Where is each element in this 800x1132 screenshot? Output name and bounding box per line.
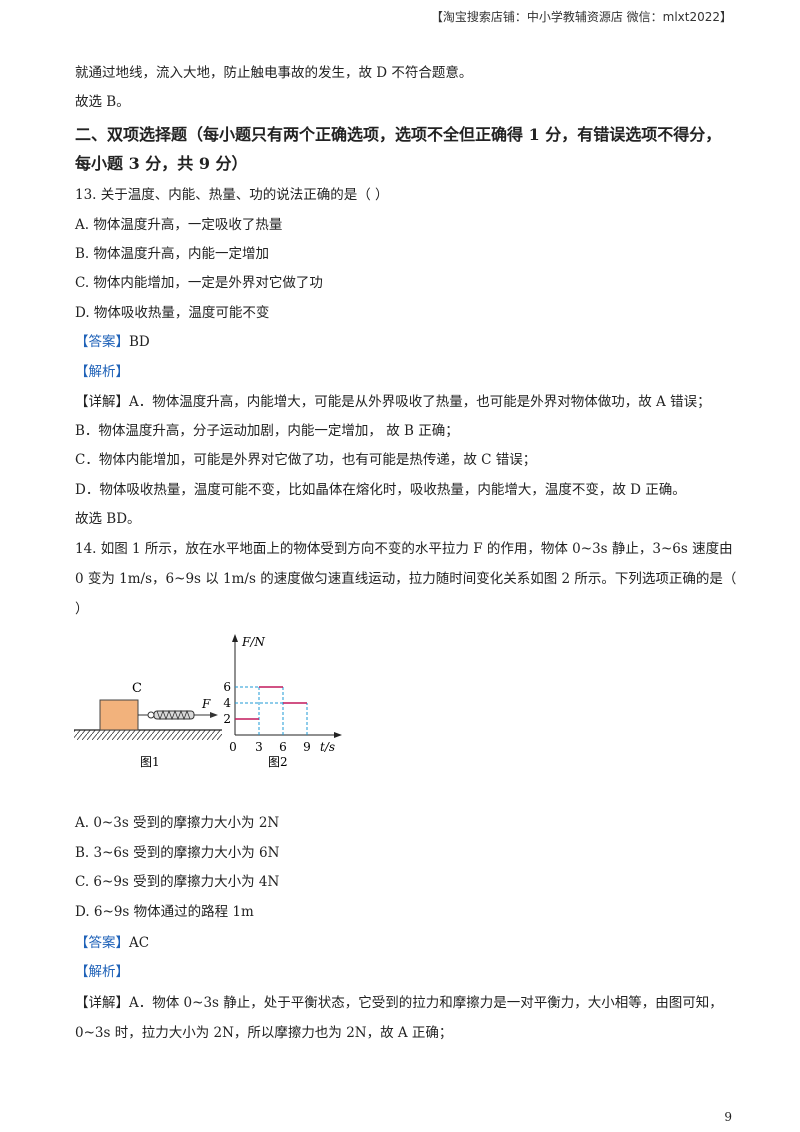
spring-scale — [138, 709, 218, 721]
section-heading: 二、双项选择题（每小题只有两个正确选项，选项不全但正确得 1 分，有错误选项不得… — [75, 125, 722, 144]
q14-option-c: C. 6~9s 受到的摩擦力大小为 4N — [75, 874, 280, 890]
q14-option-a: A. 0~3s 受到的摩擦力大小为 2N — [75, 815, 280, 831]
q14-answer: 【答案】AC — [75, 934, 149, 952]
page-number: 9 — [724, 1110, 732, 1124]
q13-option-c: C. 物体内能增加，一定是外界对它做了功 — [75, 275, 323, 291]
q13-option-a: A. 物体温度升高，一定吸收了热量 — [75, 217, 283, 233]
q13-option-d: D. 物体吸收热量，温度可能不变 — [75, 305, 270, 321]
q13-option-b: B. 物体温度升高，内能一定增加 — [75, 246, 270, 262]
y-tick-label: 6 — [223, 680, 231, 694]
x-tick-label: 6 — [279, 740, 287, 754]
y-axis-arrow — [232, 634, 238, 642]
q13-answer: 【答案】BD — [75, 333, 150, 351]
question-14-stem: ） — [75, 601, 89, 617]
y-tick-label: 2 — [223, 712, 231, 726]
text-line: 就通过地线，流入大地，防止触电事故的发生，故 D 不符合题意。 — [75, 65, 473, 81]
text-line: 故选 B。 — [75, 94, 130, 110]
ground-hatch — [74, 730, 222, 740]
q13-detail-d: D．物体吸收热量，温度可能不变，比如晶体在熔化时，吸收热量，内能增大，温度不变，… — [75, 482, 686, 498]
q14-option-b: B. 3~6s 受到的摩擦力大小为 6N — [75, 845, 280, 861]
section-heading: 每小题 3 分，共 9 分） — [75, 154, 248, 173]
page-header: 【淘宝搜索店铺：中小学教辅资源店 微信：mlxt2022】 — [430, 10, 732, 24]
question-14-stem: 0 变为 1m/s，6~9s 以 1m/s 的速度做匀速直线运动，拉力随时间变化… — [75, 571, 737, 587]
fig2-caption: 图2 — [268, 755, 288, 769]
fig1-caption: 图1 — [140, 755, 160, 769]
x-axis-arrow — [334, 732, 342, 738]
question-13-stem: 13. 关于温度、内能、热量、功的说法正确的是（ ） — [75, 187, 389, 203]
x-axis-label: t/s — [320, 740, 335, 754]
question-14-stem: 14. 如图 1 所示，放在水平地面上的物体受到方向不变的水平拉力 F 的作用，… — [75, 541, 733, 557]
q13-detail-c: C．物体内能增加，可能是外界对它做了功，也有可能是热传递，故 C 错误； — [75, 452, 537, 468]
q13-detail-b: B．物体温度升高，分子运动加剧，内能一定增加， 故 B 正确； — [75, 423, 459, 439]
q14-detail-a: 【详解】A．物体 0~3s 静止，处于平衡状态，它受到的拉力和摩擦力是一对平衡力… — [75, 995, 723, 1011]
block-label: C — [132, 681, 142, 696]
block-c — [99, 699, 139, 731]
answer-tag: 【答案】 — [75, 334, 129, 350]
q13-conclusion: 故选 BD。 — [75, 511, 141, 527]
q14-analysis-tag: 【解析】 — [75, 964, 129, 980]
x-tick-label: 3 — [255, 740, 263, 754]
detail-tag: 【详解】 — [75, 394, 129, 410]
q14-detail-a-cont: 0~3s 时，拉力大小为 2N，所以摩擦力也为 2N，故 A 正确； — [75, 1025, 453, 1041]
force-label: F — [201, 697, 211, 711]
answer-value: AC — [129, 935, 150, 951]
x-tick-label: 0 — [229, 740, 237, 754]
y-axis-label: F/N — [241, 635, 265, 649]
detail-tag: 【详解】 — [75, 995, 129, 1011]
answer-tag: 【答案】 — [75, 935, 129, 951]
force-time-graph: F/N t/s 2 4 6 0 3 6 9 — [223, 634, 342, 754]
q14-option-d: D. 6~9s 物体通过的路程 1m — [75, 904, 254, 920]
y-tick-label: 4 — [223, 696, 231, 710]
q13-analysis-tag: 【解析】 — [75, 364, 129, 380]
q13-detail-a: 【详解】A．物体温度升高，内能增大，可能是从外界吸收了热量，也可能是外界对物体做… — [75, 394, 711, 410]
question-14-figure: C F 图1 F/N t/s 2 4 6 0 3 6 9 图2 — [74, 634, 342, 769]
answer-value: BD — [129, 334, 150, 350]
x-tick-label: 9 — [303, 740, 311, 754]
